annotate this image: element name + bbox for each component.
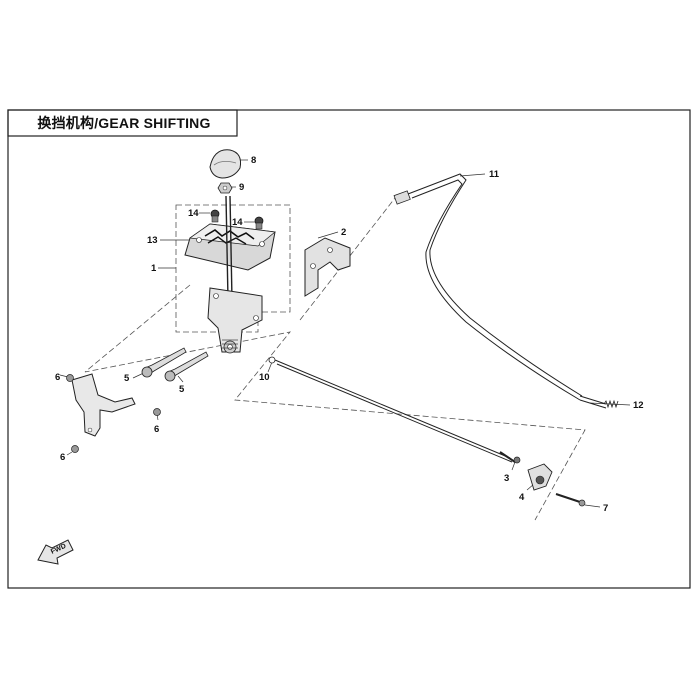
diagram-border bbox=[7, 109, 691, 589]
cable-bracket bbox=[304, 237, 351, 297]
callout-11: 11 bbox=[489, 169, 500, 180]
callout-6-mid: 6 bbox=[154, 424, 159, 435]
callout-1: 1 bbox=[151, 263, 157, 274]
callout-12: 12 bbox=[633, 400, 644, 411]
callout-8: 8 bbox=[251, 155, 256, 166]
linkage-outline bbox=[84, 284, 586, 521]
bolt-5-left bbox=[141, 347, 187, 378]
callout-4: 4 bbox=[519, 492, 525, 503]
callout-9: 9 bbox=[239, 182, 244, 193]
knob-nut bbox=[217, 182, 233, 194]
bolt-14-left bbox=[210, 209, 220, 223]
shifter-base-bracket bbox=[207, 287, 263, 354]
bolt-6-top bbox=[66, 374, 74, 382]
bolt-6-bottom bbox=[71, 445, 79, 453]
callout-7: 7 bbox=[603, 503, 608, 514]
mounting-bracket bbox=[71, 373, 136, 437]
shift-knob bbox=[209, 149, 241, 179]
callout-3: 3 bbox=[504, 473, 509, 484]
callout-14-left: 14 bbox=[188, 208, 199, 219]
bolt-7 bbox=[555, 493, 586, 507]
shift-rod bbox=[274, 359, 516, 463]
shift-gate-plate bbox=[184, 223, 276, 271]
washer-10 bbox=[268, 356, 276, 364]
cable-end-12 bbox=[579, 395, 619, 409]
callout-6-top: 6 bbox=[55, 372, 60, 383]
callout-5-right: 5 bbox=[179, 384, 185, 395]
callout-6-bottom: 6 bbox=[60, 452, 65, 463]
callout-5-left: 5 bbox=[124, 373, 130, 384]
bolt-5-right bbox=[164, 351, 209, 382]
bolt-14-right bbox=[254, 216, 264, 230]
shift-cable bbox=[393, 173, 583, 401]
callout-14-right: 14 bbox=[232, 217, 243, 228]
fwd-arrow-icon: FWD bbox=[37, 539, 74, 565]
title-box bbox=[7, 109, 238, 137]
callout-2: 2 bbox=[341, 227, 346, 238]
nut-3 bbox=[513, 456, 521, 464]
callout-13: 13 bbox=[147, 235, 158, 246]
diagram-title: 换挡机构/GEAR SHIFTING bbox=[37, 115, 211, 131]
callout-10: 10 bbox=[259, 372, 270, 383]
shift-lever bbox=[225, 195, 233, 301]
bolt-6-mid bbox=[153, 408, 161, 416]
rod-end-4 bbox=[527, 463, 553, 491]
